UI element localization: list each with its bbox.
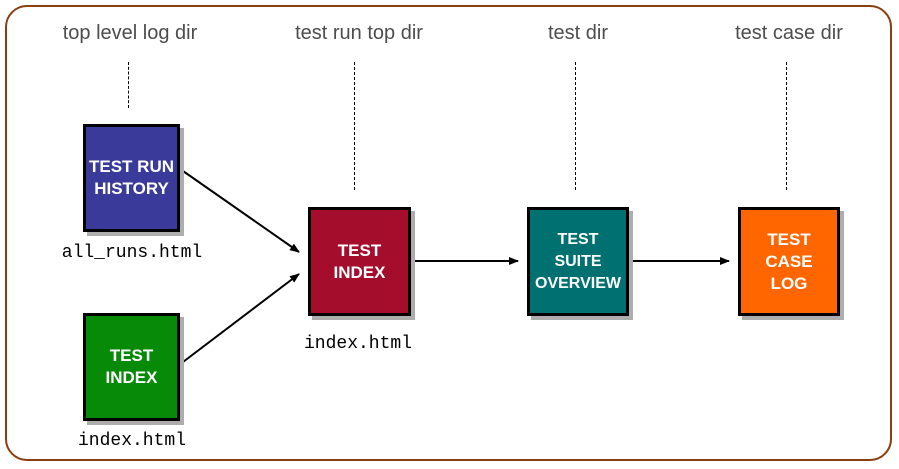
node-label-line: TEST	[767, 229, 811, 249]
column-header-test-run-top-dir: test run top dir	[295, 22, 423, 44]
column-header-top-level-log-dir: top level log dir	[62, 22, 198, 44]
node-test-index-top-level: TEST INDEX	[83, 313, 180, 421]
arrow-test-run-history-to-test-index	[182, 170, 300, 253]
node-label-line: OVERVIEW	[535, 274, 621, 292]
dashed-guide-line-top-level-log-dir	[128, 62, 129, 108]
node-test-case-log: TEST CASE LOG	[738, 207, 840, 316]
dashed-guide-line-test-run-top-dir	[354, 62, 355, 190]
node-label-line: LOG	[770, 273, 808, 293]
node-label-line: SUITE	[554, 252, 602, 270]
file-label-index-html-run: index.html	[303, 334, 413, 354]
node-label-line: CASE	[765, 251, 813, 271]
file-label-index-html-top-level: index.html	[77, 431, 187, 451]
file-label-all-runs-html: all_runs.html	[61, 243, 203, 263]
node-label-line: HISTORY	[94, 179, 169, 198]
node-label-line: TEST	[109, 346, 154, 365]
dashed-guide-line-test-case-dir	[786, 62, 787, 190]
node-label-line: TEST	[337, 240, 382, 260]
node-test-run-history: TEST RUN HISTORY	[83, 124, 180, 232]
column-header-test-case-dir: test case dir	[735, 22, 843, 44]
arrow-top-level-index-to-test-index	[182, 273, 300, 363]
column-header-test-dir: test dir	[547, 22, 609, 44]
node-label-line: TEST RUN	[89, 157, 174, 176]
node-label-line: TEST	[557, 230, 599, 248]
diagram-border-frame	[5, 5, 892, 461]
node-label-line: INDEX	[105, 368, 158, 387]
node-label-line: INDEX	[333, 262, 386, 282]
node-test-suite-overview: TEST SUITE OVERVIEW	[527, 207, 629, 316]
dashed-guide-line-test-dir	[575, 62, 576, 190]
node-test-index-run: TEST INDEX	[308, 207, 411, 316]
